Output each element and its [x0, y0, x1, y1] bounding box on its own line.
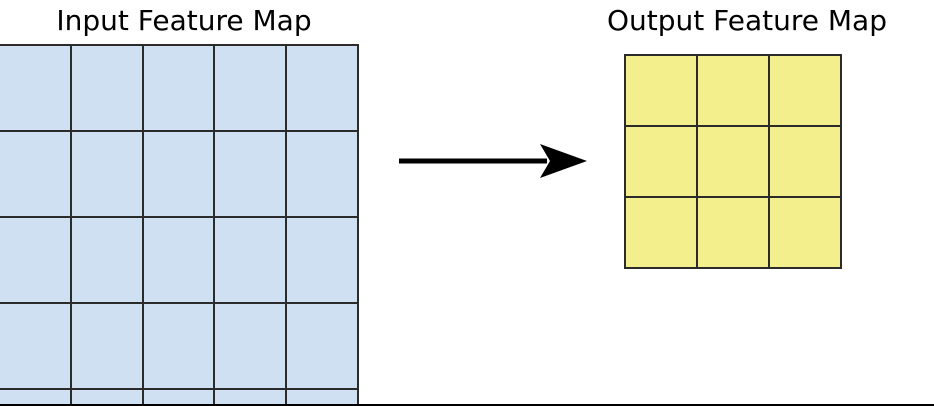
input-grid-cell [69, 302, 144, 390]
input-grid-cell [69, 44, 144, 132]
input-grid-cell [141, 130, 216, 218]
right-arrow-icon [399, 144, 587, 178]
input-grid-cell [0, 130, 72, 218]
output-feature-map-title: Output Feature Map [607, 4, 887, 37]
input-feature-map-title: Input Feature Map [56, 4, 312, 37]
input-grid-cell [213, 216, 288, 304]
input-grid-cell [285, 216, 359, 304]
output-grid-cell [624, 125, 698, 198]
input-grid-cell [141, 216, 216, 304]
output-feature-map-grid [624, 54, 842, 269]
output-grid-cell [624, 54, 698, 127]
input-grid-cell [285, 130, 359, 218]
input-grid-cell [0, 216, 72, 304]
output-grid-cell [768, 125, 842, 198]
input-grid-cell [285, 302, 359, 390]
input-grid-cell [69, 216, 144, 304]
output-grid-cell [768, 196, 842, 269]
input-grid-cell [213, 302, 288, 390]
input-feature-map-grid [0, 44, 359, 406]
output-grid-cell [696, 196, 770, 269]
bottom-divider [0, 404, 934, 406]
input-grid-cell [285, 44, 359, 132]
input-grid-cell [213, 44, 288, 132]
input-grid-cell [0, 44, 72, 132]
input-grid-cell [141, 302, 216, 390]
input-grid-cell [0, 302, 72, 390]
output-grid-cell [696, 54, 770, 127]
output-grid-cell [624, 196, 698, 269]
output-grid-cell [768, 54, 842, 127]
input-grid-cell [69, 130, 144, 218]
output-grid-cell [696, 125, 770, 198]
input-grid-cell [141, 44, 216, 132]
input-grid-cell [213, 130, 288, 218]
input-grid-cell [285, 388, 359, 406]
